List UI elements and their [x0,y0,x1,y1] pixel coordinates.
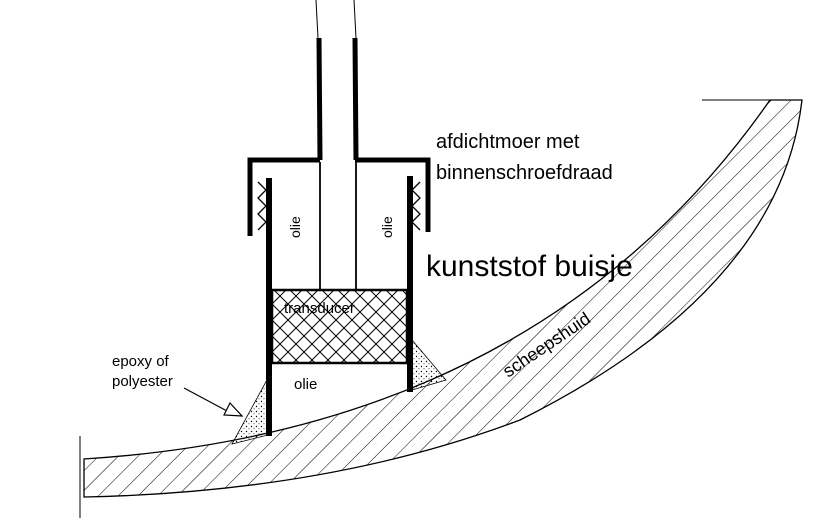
thread-right [411,181,421,231]
thread-left [257,181,267,231]
wire-right-thin [353,0,357,39]
label-oil-left: olie [287,216,303,238]
label-epoxy-line1: epoxy of [112,353,170,370]
wire-right-thick [352,37,359,161]
seal-nut [247,157,431,236]
label-oil-right: olie [379,216,395,238]
wire-left-thick [316,37,323,161]
label-seal-nut-line2: binnenschroefdraad [436,162,613,184]
plastic-tube [266,176,413,436]
cable [315,0,359,290]
seal-nut-right-cap [355,157,431,232]
label-seal-nut-line1: afdichtmoer met [436,131,580,153]
wire-left-thin [315,0,319,39]
epoxy-pointer-arrow [183,387,244,417]
label-oil-bottom: olie [294,376,317,393]
transducer-element [270,288,409,365]
label-transducer: transducer [284,300,355,317]
seal-nut-left-cap [247,157,320,236]
label-plastic-tube: kunststof buisje [426,250,633,283]
label-epoxy-line2: polyester [112,373,173,390]
